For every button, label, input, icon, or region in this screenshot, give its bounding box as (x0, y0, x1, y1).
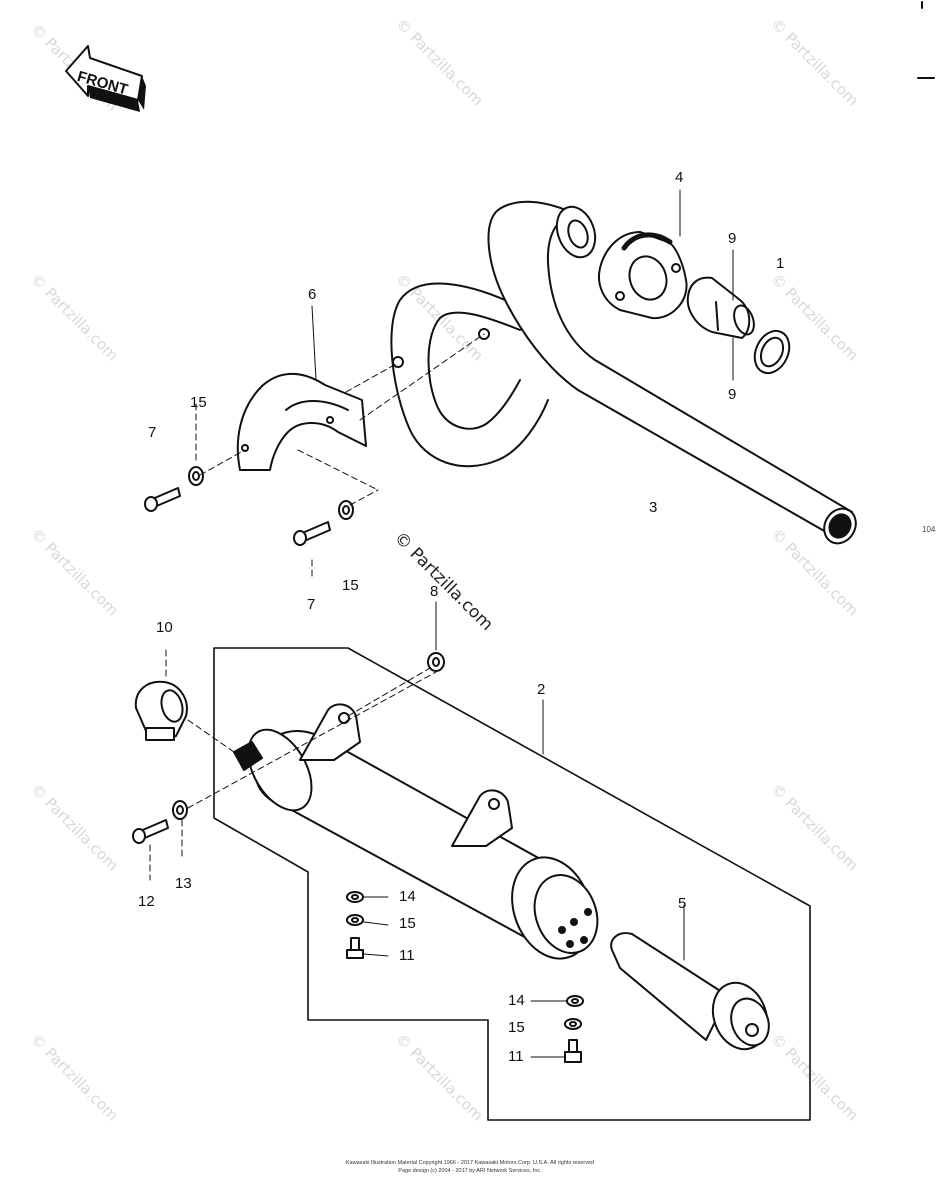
callout-11: 11 (508, 1048, 524, 1065)
callout-15: 15 (508, 1019, 525, 1036)
washer-part-15 (346, 914, 364, 926)
washer-part-14 (346, 891, 364, 903)
exhaust-pipe-part-3 (390, 200, 857, 545)
figure-code: 104 (922, 525, 936, 534)
callout-7: 7 (148, 424, 157, 441)
assembly-line (149, 649, 437, 881)
bolt-part-7 (144, 487, 181, 512)
muffler-assembly-outline (213, 647, 811, 1121)
callout-14: 14 (508, 992, 525, 1009)
callout-10: 10 (156, 619, 173, 636)
copyright-line: Kawasaki Illustration Material Copyright… (345, 1160, 595, 1166)
washer-part-14 (566, 995, 584, 1007)
washer-part-13 (172, 800, 188, 820)
clamp-part-10 (134, 680, 188, 741)
callout-14: 14 (399, 888, 416, 905)
leader-line (311, 189, 734, 755)
tailpipe-part-5 (610, 904, 770, 1051)
muffler-part-2 (233, 703, 599, 960)
callout-7: 7 (307, 596, 316, 613)
bolt-part-11 (346, 937, 364, 959)
washer-part-15 (564, 1018, 582, 1030)
callout-2: 2 (537, 681, 546, 698)
leader-line (530, 1000, 567, 1058)
flange-part-4 (598, 231, 688, 320)
washer-part-15 (338, 500, 354, 520)
assembly-line (195, 333, 485, 581)
callout-1: 1 (776, 255, 785, 272)
callout-6: 6 (308, 286, 317, 303)
gasket-part-1 (753, 329, 791, 375)
front-arrow-icon (65, 45, 146, 112)
collar-part-9 (686, 276, 755, 339)
bolt-part-11 (564, 1039, 582, 1063)
callout-12: 12 (138, 893, 155, 910)
nut-part-8 (427, 652, 445, 672)
washer-part-15 (188, 466, 204, 486)
callout-5: 5 (678, 895, 687, 912)
page-design-credit: Page design (c) 2004 - 2017 by ARI Netwo… (398, 1168, 542, 1174)
callout-13: 13 (175, 875, 192, 892)
bolt-part-7 (293, 521, 331, 546)
callout-9: 9 (728, 386, 737, 403)
callout-8: 8 (430, 583, 439, 600)
callout-15: 15 (190, 394, 207, 411)
callout-15: 15 (342, 577, 359, 594)
callout-3: 3 (649, 499, 658, 516)
leader-line (363, 896, 389, 957)
callout-11: 11 (399, 947, 415, 964)
callout-4: 4 (675, 169, 684, 186)
callout-15: 15 (399, 915, 416, 932)
bolt-part-12 (132, 819, 169, 844)
callout-9: 9 (728, 230, 737, 247)
heat-guard-part-6 (236, 372, 367, 471)
